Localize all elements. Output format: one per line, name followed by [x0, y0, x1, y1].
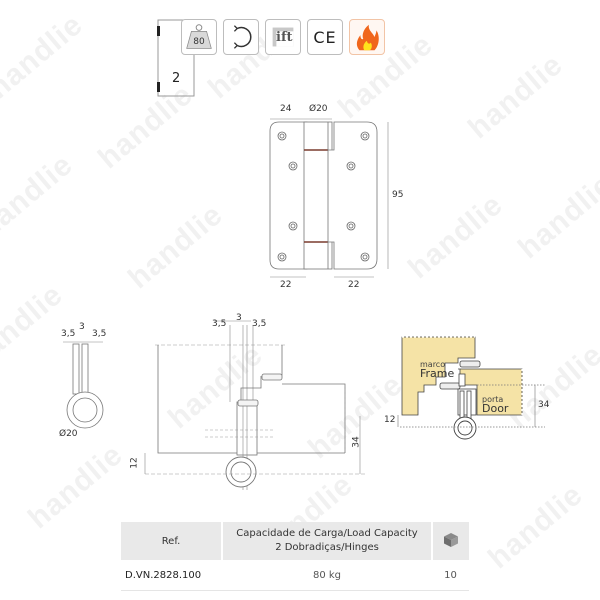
- dim-left-thickness: 3,5: [61, 329, 76, 339]
- spec-table: Ref. Capacidade de Carga/Load Capacity 2…: [121, 522, 469, 591]
- dim-diameter: Ø20: [59, 429, 78, 439]
- cell-quantity: 10: [432, 560, 469, 591]
- hinge-front-view: 24 Ø20 95 22 22: [262, 100, 404, 300]
- watermark-text: handlie: [0, 7, 90, 106]
- header-capacity: Capacidade de Carga/Load Capacity 2 Dobr…: [222, 522, 433, 560]
- dim-bottom-right: 22: [348, 280, 360, 290]
- dim-knuckle-diameter: Ø20: [309, 104, 328, 114]
- hinges-count-value: 2: [172, 71, 181, 86]
- watermark-text: handlie: [0, 147, 80, 246]
- ift-certification-icon: ift: [265, 19, 301, 55]
- table-row: D.VN.2828.100 80 kg 10: [121, 560, 469, 591]
- header-pack-quantity: [432, 522, 469, 560]
- watermark-text: handlie: [402, 187, 510, 286]
- watermark-text: handlie: [512, 167, 600, 266]
- dim-left-thickness: 3,5: [212, 319, 227, 329]
- dim-bottom-offset: 12: [129, 457, 140, 469]
- ift-label: ift: [276, 30, 293, 45]
- frame-label-en: Frame: [420, 367, 455, 380]
- watermark-text: handlie: [122, 197, 230, 296]
- watermark-text: handlie: [462, 47, 570, 146]
- dim-gap: 3: [79, 322, 85, 332]
- watermark-text: handlie: [482, 477, 590, 576]
- dim-bottom-left: 22: [280, 280, 292, 290]
- watermark-text: handlie: [22, 437, 130, 536]
- dim-door-offset: 34: [351, 436, 362, 448]
- dim-gap: 3: [236, 313, 242, 323]
- dim-right-thickness: 3,5: [92, 329, 107, 339]
- weight-value: 80: [193, 37, 205, 47]
- header-capacity-line2: 2 Dobradiças/Hinges: [275, 542, 379, 553]
- door-label-pt: porta: [482, 395, 504, 404]
- dim-bottom-offset: 12: [384, 415, 396, 425]
- frame-label-pt: marco: [420, 360, 446, 369]
- rotation-icon: [223, 19, 259, 55]
- header-capacity-line1: Capacidade de Carga/Load Capacity: [236, 528, 418, 539]
- header-ref: Ref.: [121, 522, 223, 560]
- dim-door-offset: 34: [538, 400, 550, 410]
- dim-height: 95: [392, 190, 404, 200]
- box-icon: [444, 532, 458, 547]
- installation-view: marco Frame porta Door 34 12: [380, 330, 555, 445]
- ce-mark-icon: CE: [307, 19, 343, 55]
- cell-ref: D.VN.2828.100: [121, 560, 222, 591]
- section-view: 3,5 3 3,5 34 12: [125, 313, 375, 495]
- table-header-row: Ref. Capacidade de Carga/Load Capacity 2…: [121, 522, 469, 560]
- fire-resistance-icon: [349, 19, 385, 55]
- ce-label: CE: [313, 28, 337, 47]
- dim-leaf-width: 24: [280, 104, 292, 114]
- door-label-en: Door: [482, 402, 509, 415]
- cell-capacity: 80 kg: [222, 560, 432, 591]
- weight-icon: 80: [181, 19, 217, 55]
- dim-right-thickness: 3,5: [252, 319, 267, 329]
- hinge-count-icon: 2: [156, 18, 196, 98]
- knuckle-detail-view: 3,5 3 3,5 Ø20: [55, 315, 145, 445]
